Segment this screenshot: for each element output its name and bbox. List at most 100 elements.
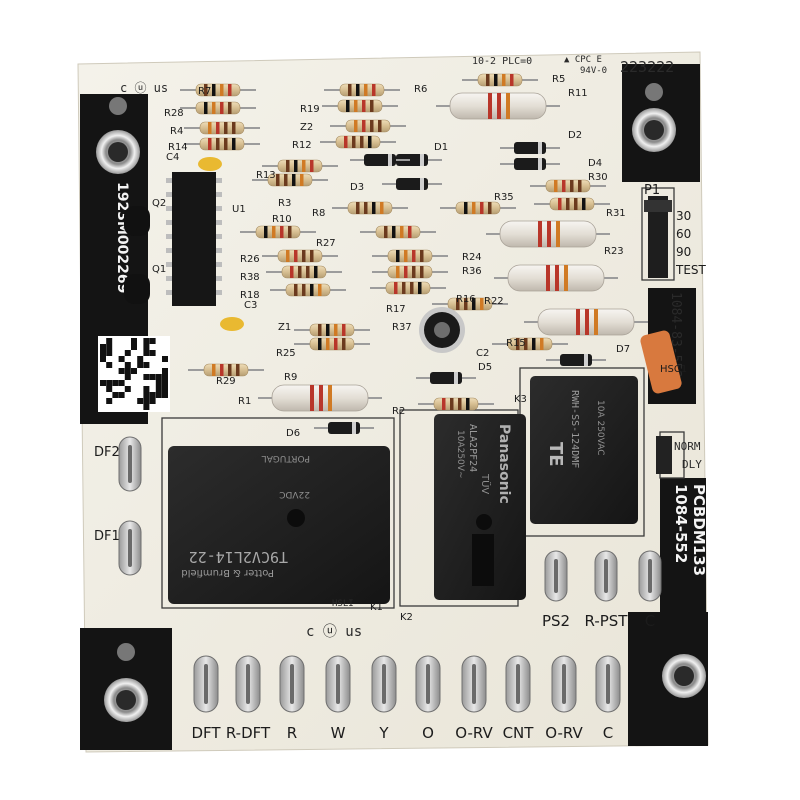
header-pin-60: 60 bbox=[676, 227, 691, 241]
terminal-8[interactable] bbox=[551, 655, 577, 713]
ref-r28: R28 bbox=[164, 108, 184, 119]
ref-r25: R25 bbox=[276, 348, 296, 359]
terminal-top-label-0: PS2 bbox=[542, 612, 570, 630]
ref-r2: R2 bbox=[392, 406, 405, 417]
k3-brand: TE bbox=[545, 442, 566, 467]
terminal-side-0[interactable] bbox=[118, 436, 142, 492]
ref-r7: R7 bbox=[198, 86, 211, 97]
terminal-5[interactable] bbox=[415, 655, 441, 713]
electrolytic-capacitor-c2 bbox=[419, 307, 465, 353]
ref-r29: R29 bbox=[216, 376, 236, 387]
relay-k3: TE RWH-SS-124DMF 10A 250VAC bbox=[530, 376, 638, 524]
terminal-top-1[interactable] bbox=[594, 550, 618, 602]
k1-silk: HSLI bbox=[332, 599, 354, 609]
ref-z2: Z2 bbox=[300, 122, 313, 133]
relay-k1: Potter & Brumfield T9CV2L14-22 22VDC POR… bbox=[168, 446, 390, 609]
ref-r31: R31 bbox=[606, 208, 626, 219]
ref-r13: R13 bbox=[256, 170, 276, 181]
ref-q1: Q1 bbox=[152, 264, 166, 275]
ref-r19: R19 bbox=[300, 104, 320, 115]
ref-c3: C3 bbox=[244, 300, 257, 311]
edge-code: 10-2 PLC=0 bbox=[472, 56, 532, 67]
ref-d3: D3 bbox=[350, 182, 364, 193]
ref-r17: R17 bbox=[386, 304, 406, 315]
cert-code: 94V-0 bbox=[580, 66, 607, 76]
k2-mark: TÜV bbox=[479, 473, 492, 494]
ic-u1 bbox=[166, 172, 222, 306]
terminal-label-4: Y bbox=[378, 724, 389, 742]
delay-header[interactable]: NORM DLY bbox=[656, 436, 702, 474]
ceramic-capacitors bbox=[198, 157, 244, 331]
terminal-0[interactable] bbox=[193, 655, 219, 713]
ref-r14: R14 bbox=[168, 142, 188, 153]
terminal-7[interactable] bbox=[505, 655, 531, 713]
ref-r18: R18 bbox=[240, 290, 260, 301]
ref-r5: R5 bbox=[552, 74, 565, 85]
ref-c2: C2 bbox=[476, 348, 489, 359]
mounting-holes bbox=[96, 83, 706, 722]
terminal-side-label-1: DF1 bbox=[94, 529, 120, 544]
ref-d2: D2 bbox=[568, 130, 582, 141]
film-capacitor bbox=[640, 330, 682, 394]
header-label: P1 bbox=[644, 183, 660, 198]
relay-k2: Panasonic ALA2PF24 10A250V~ TÜV bbox=[434, 414, 526, 600]
ref-d5: D5 bbox=[478, 362, 492, 373]
ref-k1: K1 bbox=[370, 602, 383, 613]
cert-mark: ▲ CPC E bbox=[564, 55, 602, 65]
terminal-4[interactable] bbox=[371, 655, 397, 713]
terminal-side-1[interactable] bbox=[118, 520, 142, 576]
ref-u1: U1 bbox=[232, 204, 246, 215]
terminal-top-label-2: C bbox=[645, 612, 655, 630]
ul-mark-top: c ⓤ us bbox=[120, 81, 168, 95]
ref-d7: D7 bbox=[616, 344, 630, 355]
ref-r30: R30 bbox=[588, 172, 608, 183]
part-number: 1923M002269 bbox=[114, 182, 130, 293]
terminal-label-8: O-RV bbox=[545, 724, 583, 742]
board-markings: 10-2 PLC=0 ▲ CPC E 94V-0 223222 c ⓤ us c… bbox=[114, 55, 708, 640]
k1-brand: Potter & Brumfield bbox=[181, 567, 274, 578]
terminal-1[interactable] bbox=[235, 655, 261, 713]
ref-r1: R1 bbox=[238, 396, 251, 407]
terminal-label-6: O-RV bbox=[455, 724, 493, 742]
serial-number: 223222 bbox=[620, 58, 674, 76]
terminal-6[interactable] bbox=[461, 655, 487, 713]
transistors bbox=[124, 206, 150, 304]
terminal-label-5: O bbox=[422, 724, 434, 742]
k2-brand: Panasonic bbox=[496, 424, 512, 504]
diode-array bbox=[314, 142, 606, 434]
ref-c4: C4 bbox=[166, 152, 179, 163]
ref-r36: R36 bbox=[462, 266, 482, 277]
terminal-2[interactable] bbox=[279, 655, 305, 713]
terminal-9[interactable] bbox=[595, 655, 621, 713]
header-pin-90: 90 bbox=[676, 245, 691, 259]
terminal-top-2[interactable] bbox=[638, 550, 662, 602]
norm-label: NORM bbox=[674, 440, 701, 453]
terminal-label-1: R-DFT bbox=[226, 724, 271, 742]
ref-k2: K2 bbox=[400, 612, 413, 623]
terminal-label-0: DFT bbox=[191, 724, 221, 742]
dly-label: DLY bbox=[682, 458, 702, 471]
reference-designators: R7R28R4R14R13R3R10R26R38R18R6R19Z2R12R8R… bbox=[152, 74, 687, 623]
terminal-top-label-1: R-PST bbox=[585, 612, 629, 630]
ref-q2: Q2 bbox=[152, 198, 166, 209]
ref-r10: R10 bbox=[272, 214, 292, 225]
resistor-array bbox=[180, 73, 648, 412]
ref-r27: R27 bbox=[316, 238, 336, 249]
k1-voltage: 22VDC bbox=[279, 489, 310, 499]
header-p1[interactable]: P1 bbox=[644, 183, 672, 278]
ref-r26: R26 bbox=[240, 254, 260, 265]
k2-rating: 10A250V~ bbox=[455, 430, 465, 479]
ref-d6: D6 bbox=[286, 428, 300, 439]
terminal-top-0[interactable] bbox=[544, 550, 568, 602]
ref-r9: R9 bbox=[284, 372, 297, 383]
header-pin-test: TEST bbox=[675, 263, 707, 277]
terminal-3[interactable] bbox=[325, 655, 351, 713]
ref-r4: R4 bbox=[170, 126, 183, 137]
k2-model: ALA2PF24 bbox=[467, 424, 478, 472]
terminal-label-2: R bbox=[287, 724, 297, 742]
ref-r22: R22 bbox=[484, 296, 504, 307]
ref-r38: R38 bbox=[240, 272, 260, 283]
ref-r8: R8 bbox=[312, 208, 325, 219]
